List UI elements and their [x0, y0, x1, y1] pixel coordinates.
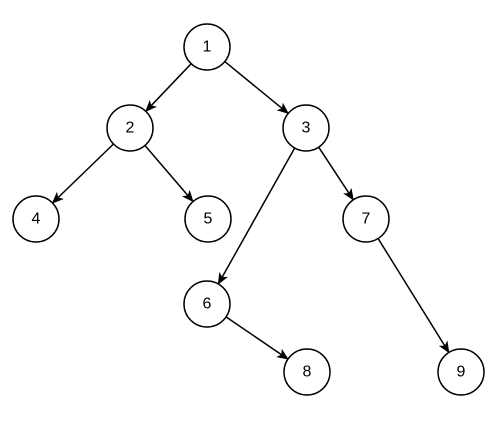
tree-node-7: 7	[342, 195, 390, 243]
node-label: 9	[457, 364, 466, 381]
node-label: 4	[32, 211, 41, 228]
node-circle	[183, 280, 231, 328]
edge-1-2	[145, 63, 192, 113]
node-circle	[437, 348, 485, 396]
node-label: 6	[203, 296, 212, 313]
node-circle	[282, 104, 330, 152]
edge-2-5	[144, 145, 194, 203]
edge-2-4	[51, 143, 115, 204]
edge-3-7	[318, 146, 354, 201]
node-label: 3	[302, 120, 311, 137]
tree-node-4: 4	[12, 195, 60, 243]
tree-node-1: 1	[183, 23, 231, 71]
node-label: 2	[126, 120, 135, 137]
edges-layer	[51, 61, 450, 360]
tree-node-8: 8	[283, 348, 331, 396]
tree-node-3: 3	[282, 104, 330, 152]
node-circle	[184, 195, 232, 243]
node-circle	[106, 104, 154, 152]
tree-node-5: 5	[184, 195, 232, 243]
node-circle	[342, 195, 390, 243]
node-label: 1	[203, 39, 212, 56]
edge-1-3	[224, 61, 289, 115]
edge-7-9	[377, 238, 450, 354]
node-circle	[283, 348, 331, 396]
nodes-layer: 1 2 3 4 5 6 7 8 9	[12, 23, 485, 396]
node-circle	[12, 195, 60, 243]
node-label: 7	[362, 211, 371, 228]
node-circle	[183, 23, 231, 71]
node-label: 5	[204, 211, 213, 228]
edge-3-6	[217, 147, 296, 285]
node-label: 8	[303, 364, 312, 381]
tree-node-6: 6	[183, 280, 231, 328]
edge-6-8	[225, 316, 289, 360]
tree-node-2: 2	[106, 104, 154, 152]
tree-node-9: 9	[437, 348, 485, 396]
